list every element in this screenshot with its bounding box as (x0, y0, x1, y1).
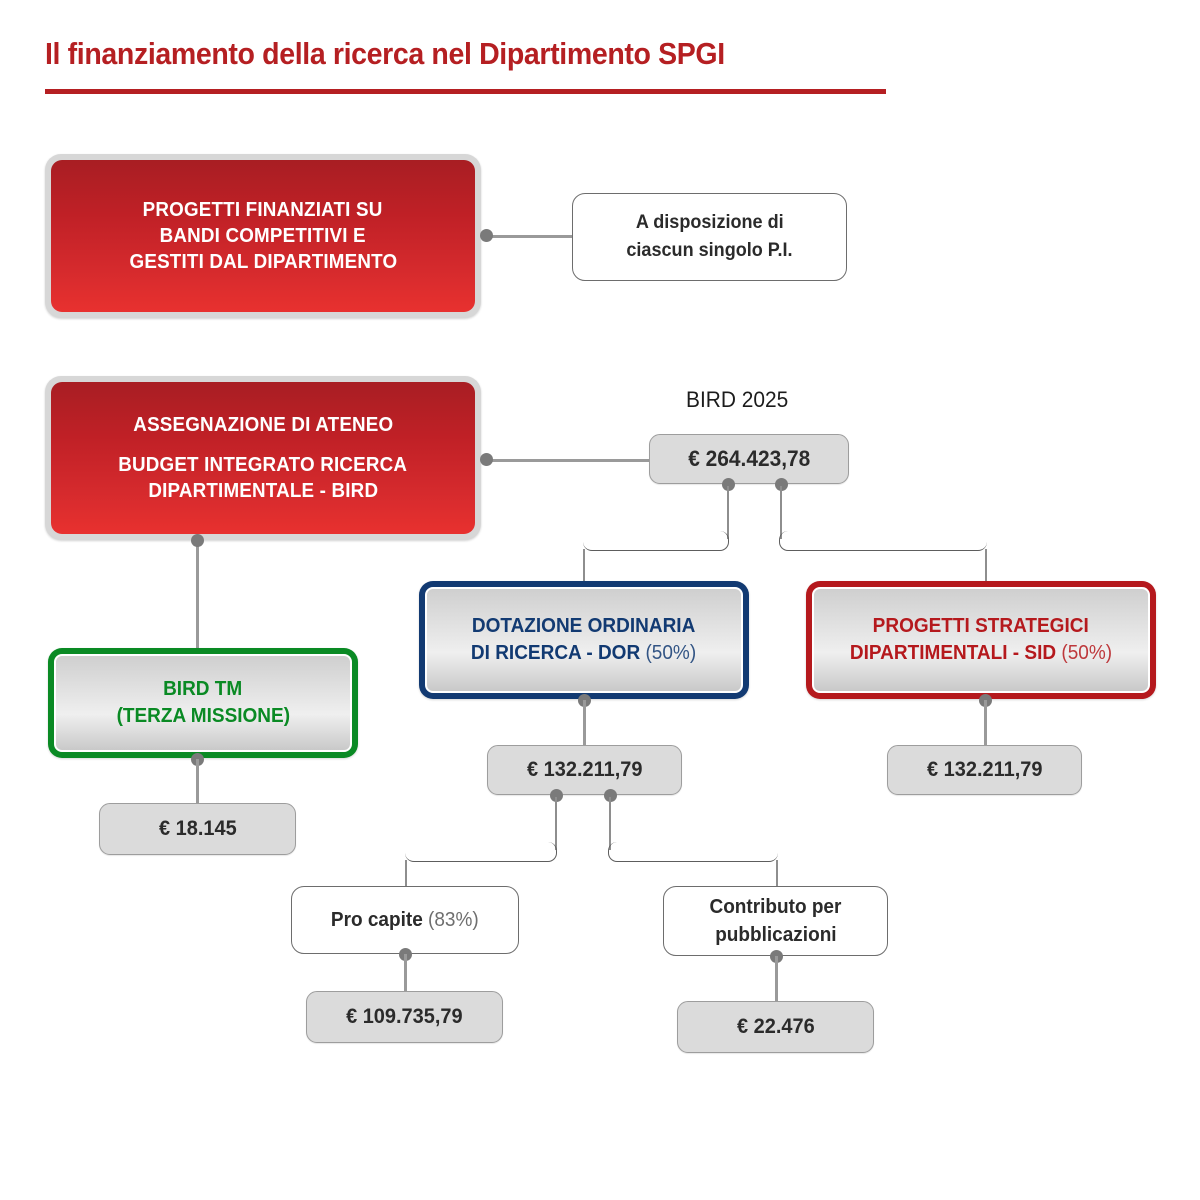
node-sid-text: PROGETTI STRATEGICI DIPARTIMENTALI - SID… (812, 587, 1150, 693)
node-dor-line2: DI RICERCA - DOR (471, 642, 641, 664)
node-bird-total-value: € 264.423,78 (687, 446, 811, 471)
page-title-wrap: Il finanziamento della ricerca nel Dipar… (45, 36, 1045, 71)
node-pro-capite-percent: (83%) (428, 908, 479, 931)
connector-bird-right-elbow (779, 531, 987, 551)
connector-bird-left-elbow (583, 531, 729, 551)
connector-dot-assegnazione-bottom (191, 534, 204, 547)
node-sid-line1: PROGETTI STRATEGICI (872, 615, 1090, 637)
connector-bird-right-drop (780, 486, 782, 539)
node-contributo-line2: pubblicazioni (714, 924, 837, 946)
connector-dor-to-value (583, 700, 586, 745)
connector-bird-left-into-dor (583, 549, 585, 583)
node-bird-tm[interactable]: BIRD TM (TERZA MISSIONE) (48, 648, 358, 758)
node-progetti-finanziati-line1: PROGETTI FINANZIATI SU (143, 199, 383, 221)
node-assegnazione-line3: DIPARTIMENTALE - BIRD (148, 480, 378, 502)
node-sid[interactable]: PROGETTI STRATEGICI DIPARTIMENTALI - SID… (806, 581, 1156, 699)
connector-dot-bird-left (722, 478, 735, 491)
node-pro-capite-value-text: € 109.735,79 (346, 1005, 463, 1028)
connector-dot-bird-right (775, 478, 788, 491)
connector-dorvalue-left-elbow (405, 842, 557, 862)
connector-dorvalue-right-drop (609, 797, 611, 850)
node-dor[interactable]: DOTAZIONE ORDINARIA DI RICERCA - DOR (50… (419, 581, 749, 699)
connector-bird-right-into-sid (985, 549, 987, 583)
node-contributo-value-text: € 22.476 (736, 1015, 815, 1038)
connector-sid-to-value (984, 700, 987, 745)
node-sid-line2: DIPARTIMENTALI - SID (849, 642, 1057, 664)
node-contributo-value[interactable]: € 22.476 (677, 1001, 874, 1053)
node-assegnazione-ateneo-text: ASSEGNAZIONE DI ATENEO BUDGET INTEGRATO … (51, 382, 475, 534)
node-dor-percent: (50%) (645, 642, 697, 664)
node-contributo-pubblicazioni[interactable]: Contributo per pubblicazioni (663, 886, 888, 956)
connector-dot-dorvalue-right (604, 789, 617, 802)
connector-dot-dorvalue-left (550, 789, 563, 802)
page-title: Il finanziamento della ricerca nel Dipar… (45, 36, 725, 71)
node-dor-value-text: € 132.211,79 (526, 758, 643, 781)
connector-assegnazione-to-birdtm (196, 540, 199, 654)
node-progetti-finanziati-line2: BANDI COMPETITIVI E (159, 225, 367, 247)
node-dor-line1: DOTAZIONE ORDINARIA (472, 615, 696, 637)
connector-bird-left-drop (727, 486, 729, 539)
node-progetti-finanziati-line3: GESTITI DAL DIPARTIMENTO (129, 251, 397, 273)
node-assegnazione-line2: BUDGET INTEGRATO RICERCA (118, 454, 408, 476)
node-dor-value[interactable]: € 132.211,79 (487, 745, 682, 795)
connector-progetti-to-nota (487, 235, 573, 238)
node-sid-line2-wrap: DIPARTIMENTALI - SID (50%) (850, 640, 1112, 667)
connector-dorvalue-right-elbow (608, 842, 778, 862)
node-pro-capite-value[interactable]: € 109.735,79 (306, 991, 503, 1043)
node-pro-capite[interactable]: Pro capite (83%) (291, 886, 519, 954)
node-pro-capite-wrap: Pro capite (83%) (331, 909, 479, 932)
node-nota-line2: ciascun singolo P.I. (626, 240, 793, 261)
connector-dot-assegnazione (480, 453, 493, 466)
connector-dorvalue-left-into-procapite (405, 860, 407, 888)
title-underline (45, 89, 886, 94)
connector-dorvalue-right-into-pubblicazioni (776, 860, 778, 888)
node-progetti-finanziati-text: PROGETTI FINANZIATI SU BANDI COMPETITIVI… (51, 160, 475, 312)
node-bird-tm-line1: BIRD TM (163, 678, 243, 700)
connector-procapite-to-value (404, 954, 407, 991)
node-bird-total[interactable]: € 264.423,78 (649, 434, 849, 484)
node-contributo-line1: Contributo per (709, 896, 842, 918)
connector-birdtm-to-value (196, 759, 199, 803)
connector-dot-progetti (480, 229, 493, 242)
node-assegnazione-line1: ASSEGNAZIONE DI ATENEO (132, 414, 394, 436)
node-dor-line2-wrap: DI RICERCA - DOR (50%) (471, 640, 696, 667)
node-bird-tm-value-text: € 18.145 (158, 817, 237, 840)
node-sid-percent: (50%) (1061, 642, 1113, 664)
node-sid-value[interactable]: € 132.211,79 (887, 745, 1082, 795)
connector-contributo-to-value (775, 956, 778, 1001)
node-bird-tm-value[interactable]: € 18.145 (99, 803, 296, 855)
node-bird-tm-text: BIRD TM (TERZA MISSIONE) (54, 654, 352, 752)
node-assegnazione-ateneo[interactable]: ASSEGNAZIONE DI ATENEO BUDGET INTEGRATO … (45, 376, 481, 540)
node-progetti-finanziati[interactable]: PROGETTI FINANZIATI SU BANDI COMPETITIVI… (45, 154, 481, 318)
label-bird-2025: BIRD 2025 (686, 387, 789, 412)
node-nota-disposizione-pi[interactable]: A disposizione di ciascun singolo P.I. (572, 193, 847, 281)
node-bird-tm-line2: (TERZA MISSIONE) (116, 705, 290, 727)
node-dor-text: DOTAZIONE ORDINARIA DI RICERCA - DOR (50… (425, 587, 743, 693)
node-sid-value-text: € 132.211,79 (926, 758, 1043, 781)
connector-assegnazione-to-bird (487, 459, 650, 462)
node-nota-line1: A disposizione di (635, 212, 784, 234)
connector-dorvalue-left-drop (555, 797, 557, 850)
node-pro-capite-label: Pro capite (331, 908, 423, 931)
